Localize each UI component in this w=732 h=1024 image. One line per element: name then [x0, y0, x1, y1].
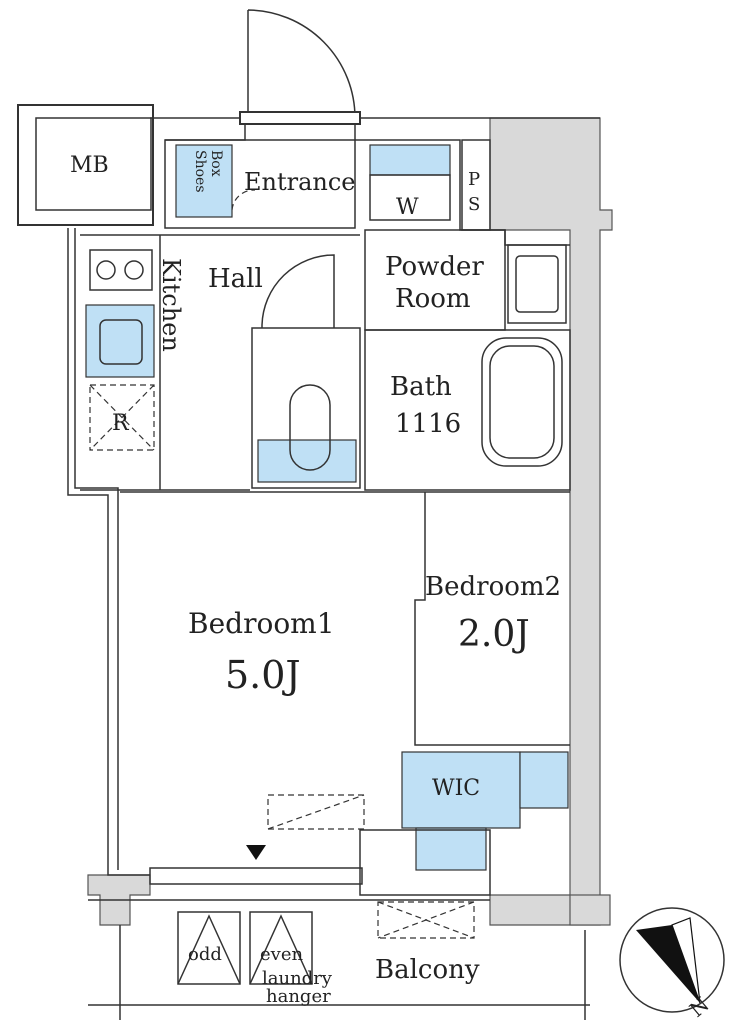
- mb-box: [35, 117, 152, 211]
- stove: [89, 249, 153, 291]
- burner-right-icon: [124, 260, 144, 280]
- laundry-label-1: laundry: [262, 968, 333, 989]
- outer-wall: [67, 117, 600, 876]
- hanger-odd-icon: [177, 914, 241, 985]
- laundry-label-2: hanger: [266, 986, 331, 1007]
- toilet-room: [251, 327, 361, 489]
- window-marker-icon: [246, 845, 266, 860]
- balcony-outline: [88, 899, 590, 1020]
- washer-space: [369, 174, 451, 221]
- wic-closet: [401, 751, 521, 829]
- bedroom1-size: 5.0J: [225, 653, 301, 697]
- laundry-hanger-even: [249, 911, 313, 985]
- odd-label: odd: [188, 944, 222, 965]
- ps-label-2: S: [468, 194, 480, 215]
- shoes-box-label-1: Shoes: [192, 150, 208, 193]
- entrance-label: Entrance: [244, 168, 356, 196]
- sink-basin: [99, 319, 143, 365]
- refrigerator-cross: [89, 384, 155, 451]
- mb-label: MB: [70, 153, 109, 178]
- washer-label: W: [396, 195, 419, 220]
- toilet-door: [261, 254, 335, 328]
- refrigerator-label: R: [112, 411, 130, 436]
- bedroom2-size: 2.0J: [458, 614, 530, 655]
- kitchen-label: Kitchen: [157, 258, 185, 352]
- laundry-hanger-odd: [177, 911, 241, 985]
- balcony-ac-unit: [377, 901, 475, 939]
- ac-unit: [267, 794, 365, 830]
- entrance-door: [247, 9, 356, 119]
- toilet-counter: [257, 439, 357, 483]
- wic-shelf: [519, 751, 569, 809]
- bedroom-divider: [120, 491, 570, 746]
- powder-room-label-1: Powder: [385, 252, 484, 282]
- wic-label: WIC: [432, 776, 480, 801]
- bathtub-inner: [489, 345, 555, 459]
- bath-size: 1116: [395, 409, 461, 439]
- mb-enclosure: [17, 104, 154, 226]
- balcony-label: Balcony: [375, 955, 480, 985]
- balcony-corner-wall: [359, 829, 491, 896]
- structural-wall-corner: [569, 894, 611, 926]
- bedroom1-label: Bedroom1: [188, 607, 335, 640]
- hanger-even-icon: [249, 914, 313, 985]
- refrigerator-space: [89, 384, 155, 451]
- even-label: even: [260, 944, 303, 965]
- washer-sink: [369, 144, 451, 176]
- compass-needle-icon: [636, 925, 700, 1003]
- shoes-box-label-2: Box: [208, 150, 224, 177]
- bedroom2-label: Bedroom2: [425, 572, 561, 602]
- powder-room-label-2: Room: [395, 284, 471, 314]
- burner-left-icon: [96, 260, 116, 280]
- ac-unit-diagonal: [267, 794, 365, 830]
- balcony-ac-cross: [377, 901, 475, 939]
- vanity: [507, 244, 567, 324]
- bath-room: [364, 329, 571, 491]
- hall-label: Hall: [208, 264, 263, 294]
- wic-lower: [415, 827, 487, 871]
- compass-circle: [619, 907, 725, 1013]
- compass-needle-back: [671, 917, 701, 1004]
- entrance-area: [164, 139, 356, 229]
- balcony-window: [149, 867, 363, 885]
- entrance-step-dash: [231, 189, 256, 211]
- kitchen-hall-wall: [80, 234, 360, 491]
- bath-label: Bath: [390, 372, 452, 402]
- vanity-basin: [515, 255, 559, 313]
- shoes-box-cabinet: [175, 144, 233, 218]
- bathtub: [481, 337, 563, 467]
- toilet-bowl-icon: [289, 384, 331, 471]
- entrance-threshold: [239, 111, 361, 125]
- ps-label-1: P: [468, 169, 480, 190]
- kitchen-sink: [85, 304, 155, 378]
